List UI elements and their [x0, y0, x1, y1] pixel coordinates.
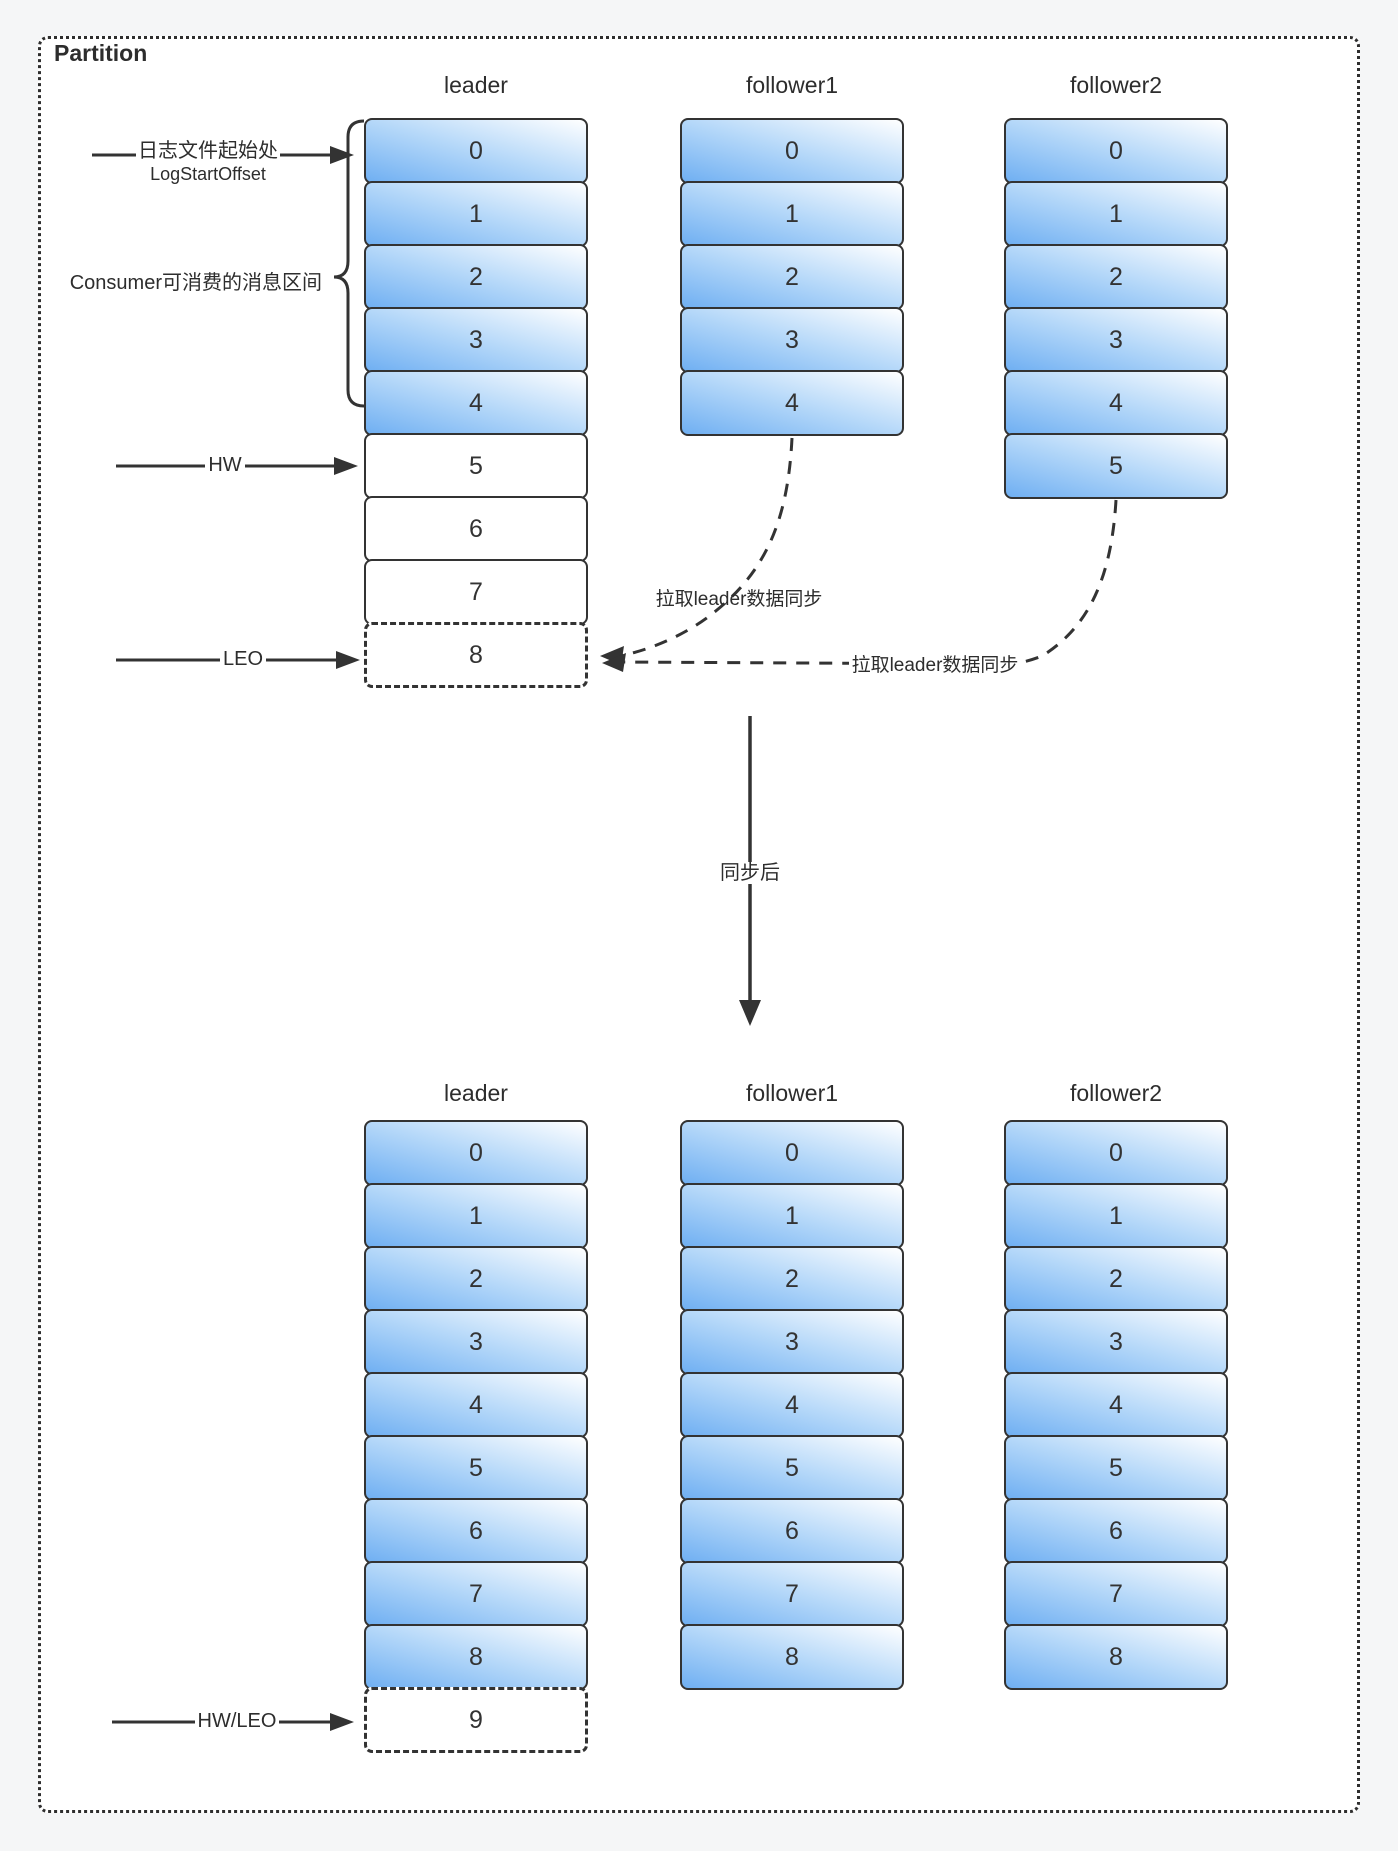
log-cell-leader-7: 7	[364, 559, 588, 625]
hw-leo-label: HW/LEO	[178, 1710, 296, 1733]
log-cell-follower1-3: 3	[680, 1309, 904, 1375]
log-cell-leader-3: 3	[364, 1309, 588, 1375]
log-cell-leader-5: 5	[364, 433, 588, 499]
log-cell-follower2-8: 8	[1004, 1624, 1228, 1690]
log-cell-leader-6: 6	[364, 496, 588, 562]
log-cell-follower2-7: 7	[1004, 1561, 1228, 1627]
log-cell-follower1-5: 5	[680, 1435, 904, 1501]
log-cell-follower2-4: 4	[1004, 370, 1228, 436]
log-cell-follower2-3: 3	[1004, 307, 1228, 373]
log-cell-follower1-3: 3	[680, 307, 904, 373]
log-cell-leader-6: 6	[364, 1498, 588, 1564]
log-cell-follower1-1: 1	[680, 1183, 904, 1249]
bottom-follower2-header: follower2	[1069, 1080, 1163, 1106]
log-cell-follower1-7: 7	[680, 1561, 904, 1627]
log-cell-leader-8: 8	[364, 622, 588, 688]
log-cell-leader-2: 2	[364, 244, 588, 310]
leo-label: LEO	[215, 648, 271, 671]
log-cell-leader-1: 1	[364, 1183, 588, 1249]
log-cell-follower1-4: 4	[680, 1372, 904, 1438]
log-start-title: 日志文件起始处	[136, 134, 280, 163]
log-cell-follower1-2: 2	[680, 1246, 904, 1312]
log-cell-follower1-1: 1	[680, 181, 904, 247]
log-cell-follower2-0: 0	[1004, 118, 1228, 184]
sync-after-label: 同步后	[712, 856, 788, 885]
log-cell-leader-4: 4	[364, 1372, 588, 1438]
log-cell-leader-3: 3	[364, 307, 588, 373]
page-title: Partition	[54, 40, 148, 66]
bottom-follower1-header: follower1	[745, 1080, 839, 1106]
log-cell-follower1-0: 0	[680, 1120, 904, 1186]
log-cell-follower1-4: 4	[680, 370, 904, 436]
log-cell-follower2-0: 0	[1004, 1120, 1228, 1186]
top-leader-header: leader	[444, 72, 508, 98]
top-follower1-header: follower1	[745, 72, 839, 98]
log-start-offset-label: 日志文件起始处 LogStartOffset	[118, 134, 298, 185]
log-cell-follower2-4: 4	[1004, 1372, 1228, 1438]
log-cell-leader-5: 5	[364, 1435, 588, 1501]
top-follower2-header: follower2	[1069, 72, 1163, 98]
log-cell-follower2-5: 5	[1004, 433, 1228, 499]
log-cell-follower2-3: 3	[1004, 1309, 1228, 1375]
log-cell-leader-0: 0	[364, 118, 588, 184]
log-start-subtitle: LogStartOffset	[150, 164, 266, 184]
log-cell-follower2-5: 5	[1004, 1435, 1228, 1501]
log-cell-leader-1: 1	[364, 181, 588, 247]
log-cell-follower2-2: 2	[1004, 244, 1228, 310]
bottom-leader-header: leader	[444, 1080, 508, 1106]
log-cell-follower1-2: 2	[680, 244, 904, 310]
log-cell-leader-9: 9	[364, 1687, 588, 1753]
pull-sync-label-follower1: 拉取leader数据同步	[655, 589, 823, 610]
log-cell-leader-4: 4	[364, 370, 588, 436]
consumer-range-label: Consumer可消费的消息区间	[69, 272, 322, 294]
log-cell-leader-0: 0	[364, 1120, 588, 1186]
log-cell-follower1-0: 0	[680, 118, 904, 184]
log-cell-leader-7: 7	[364, 1561, 588, 1627]
log-cell-follower2-1: 1	[1004, 181, 1228, 247]
log-cell-leader-8: 8	[364, 1624, 588, 1690]
pull-sync-label-follower2: 拉取leader数据同步	[840, 650, 1030, 677]
log-cell-follower2-1: 1	[1004, 1183, 1228, 1249]
log-cell-leader-2: 2	[364, 1246, 588, 1312]
log-cell-follower2-2: 2	[1004, 1246, 1228, 1312]
log-cell-follower2-6: 6	[1004, 1498, 1228, 1564]
hw-label: HW	[200, 454, 250, 477]
log-cell-follower1-8: 8	[680, 1624, 904, 1690]
log-cell-follower1-6: 6	[680, 1498, 904, 1564]
